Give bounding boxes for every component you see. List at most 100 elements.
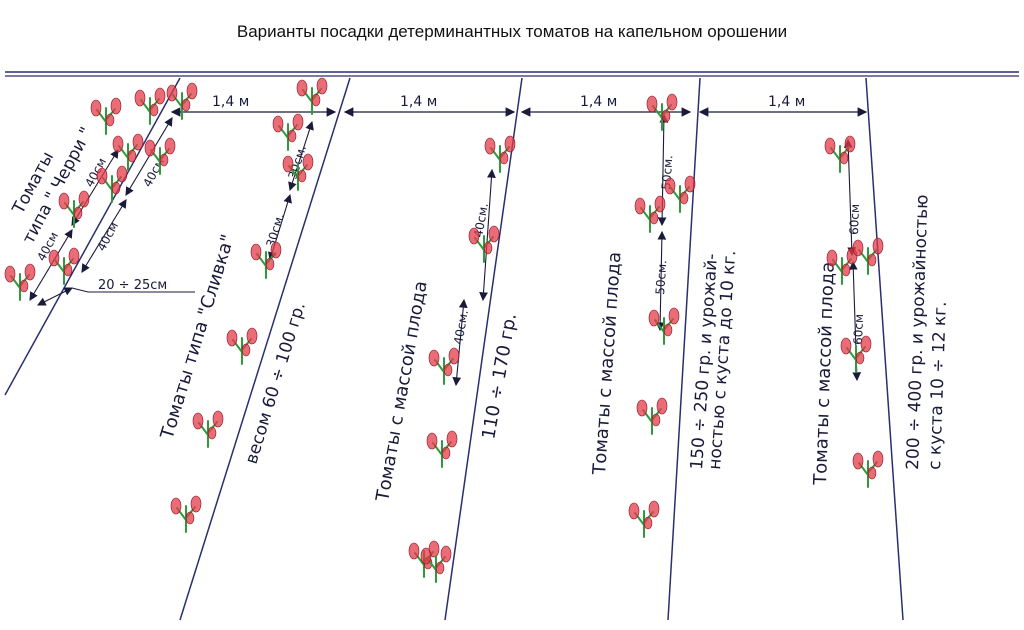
- tomato-fruit: [181, 98, 191, 112]
- tomato-fruit: [212, 410, 224, 428]
- row5-spacing-b: 60см: [851, 314, 866, 345]
- tomato-bush: [468, 225, 500, 263]
- plum-title-1: Томаты типа "Сливка": [156, 232, 239, 442]
- tomato-fruit: [58, 192, 70, 210]
- tomato-bush: [634, 195, 666, 233]
- tomato-fruit: [112, 135, 124, 153]
- tomato-fruit: [134, 89, 146, 107]
- row-4-annotations: [655, 113, 669, 332]
- tomato-fruit: [468, 227, 480, 245]
- drip-line-3: [444, 77, 523, 621]
- tomato-fruit: [316, 77, 328, 95]
- row3-title-2: 110 ÷ 170 гр.: [478, 312, 521, 441]
- tomato-bush: [272, 113, 304, 151]
- tomato-fruit: [841, 263, 851, 277]
- tomato-bush: [824, 135, 856, 173]
- tomato-fruit: [428, 540, 440, 558]
- tomato-fruit: [628, 502, 640, 520]
- tomato-fruit: [867, 466, 877, 480]
- row4-spacing-b: 50см.: [653, 260, 669, 296]
- row3-spacing-b: 40см.: [451, 309, 471, 346]
- tomato-fruit: [636, 399, 648, 417]
- tomato-bush: [426, 430, 458, 468]
- tomato-fruit: [867, 253, 877, 267]
- tomato-fruit: [241, 343, 251, 357]
- tomato-bush: [646, 93, 678, 131]
- tomato-fruit: [159, 153, 169, 167]
- row-3-annotations: [452, 168, 496, 387]
- tomato-fruit: [48, 249, 60, 267]
- tomato-bush: [840, 335, 872, 373]
- tomato-fruit: [440, 545, 452, 563]
- tomato-fruit: [287, 129, 297, 143]
- tomato-fruit: [111, 181, 121, 195]
- drip-line-4: [667, 77, 701, 621]
- row4-title-1: Томаты с массой плода: [589, 251, 626, 476]
- tomato-fruit: [68, 247, 80, 265]
- plum-title-2: весом 60 ÷ 100 гр.: [242, 300, 310, 467]
- tomato-fruit: [270, 241, 282, 259]
- tomato-fruit: [154, 87, 166, 105]
- tomato-fruit: [648, 500, 660, 518]
- tomato-fruit: [428, 349, 440, 367]
- tomato-bush: [58, 190, 90, 228]
- tomato-bush: [636, 397, 668, 435]
- tomato-fruit: [839, 151, 849, 165]
- tomato-fruit: [24, 263, 36, 281]
- tomato-fruit: [164, 137, 176, 155]
- tomato-fruit: [302, 153, 314, 171]
- tomato-fruit: [149, 103, 159, 117]
- tomato-fruit: [441, 446, 451, 460]
- tomato-fruit: [648, 309, 660, 327]
- tomato-fruit: [484, 137, 496, 155]
- tomato-fruit: [110, 97, 122, 115]
- tomato-fruit: [448, 347, 460, 365]
- tomato-fruit: [663, 323, 673, 337]
- tomato-bush: [112, 133, 144, 171]
- tomato-bush: [166, 82, 198, 120]
- tomato-fruit: [272, 115, 284, 133]
- tomato-bush: [226, 327, 258, 365]
- tomato-fruit: [666, 93, 678, 111]
- tomato-fruit: [90, 99, 102, 117]
- tomato-fruit: [852, 452, 864, 470]
- row5-title-1: Томаты с массой плода: [810, 261, 839, 486]
- tomato-fruit: [446, 430, 458, 448]
- tomato-bush: [296, 77, 328, 115]
- tomato-fruit: [654, 195, 666, 213]
- tomato-fruit: [4, 265, 16, 283]
- tomato-bush: [144, 137, 176, 175]
- tomato-fruit: [132, 133, 144, 151]
- tomato-bush: [170, 495, 202, 533]
- tomato-fruit: [96, 167, 108, 185]
- tomato-bush: [628, 500, 660, 538]
- tomato-fruit: [844, 135, 856, 153]
- tomato-fruit: [855, 351, 865, 365]
- tomato-bush: [852, 237, 884, 275]
- tomato-fruit: [127, 149, 137, 163]
- tomato-fruit: [840, 337, 852, 355]
- tomato-bush: [648, 307, 680, 345]
- tomato-bush: [484, 135, 516, 173]
- tomato-fruit: [504, 135, 516, 153]
- drip-line-2: [179, 77, 351, 621]
- tomato-fruit: [872, 237, 884, 255]
- tomato-fruit: [265, 257, 275, 271]
- tomato-fruit: [684, 175, 696, 193]
- tomato-bush: [4, 263, 36, 301]
- tomato-fruit: [651, 413, 661, 427]
- drip-line-5: [865, 77, 904, 621]
- tomato-fruit: [435, 561, 445, 575]
- tomato-fruit: [824, 137, 836, 155]
- tomato-fruit: [499, 151, 509, 165]
- tomato-bush: [826, 247, 858, 285]
- tomato-fruit: [483, 241, 493, 255]
- tomato-fruit: [116, 165, 128, 183]
- tomato-fruit: [282, 155, 294, 173]
- tomato-fruit: [166, 84, 178, 102]
- tomato-fruit: [192, 412, 204, 430]
- tomato-fruit: [63, 263, 73, 277]
- tomato-bush: [664, 175, 696, 213]
- spacing-label-1: 1,4 м: [212, 94, 249, 110]
